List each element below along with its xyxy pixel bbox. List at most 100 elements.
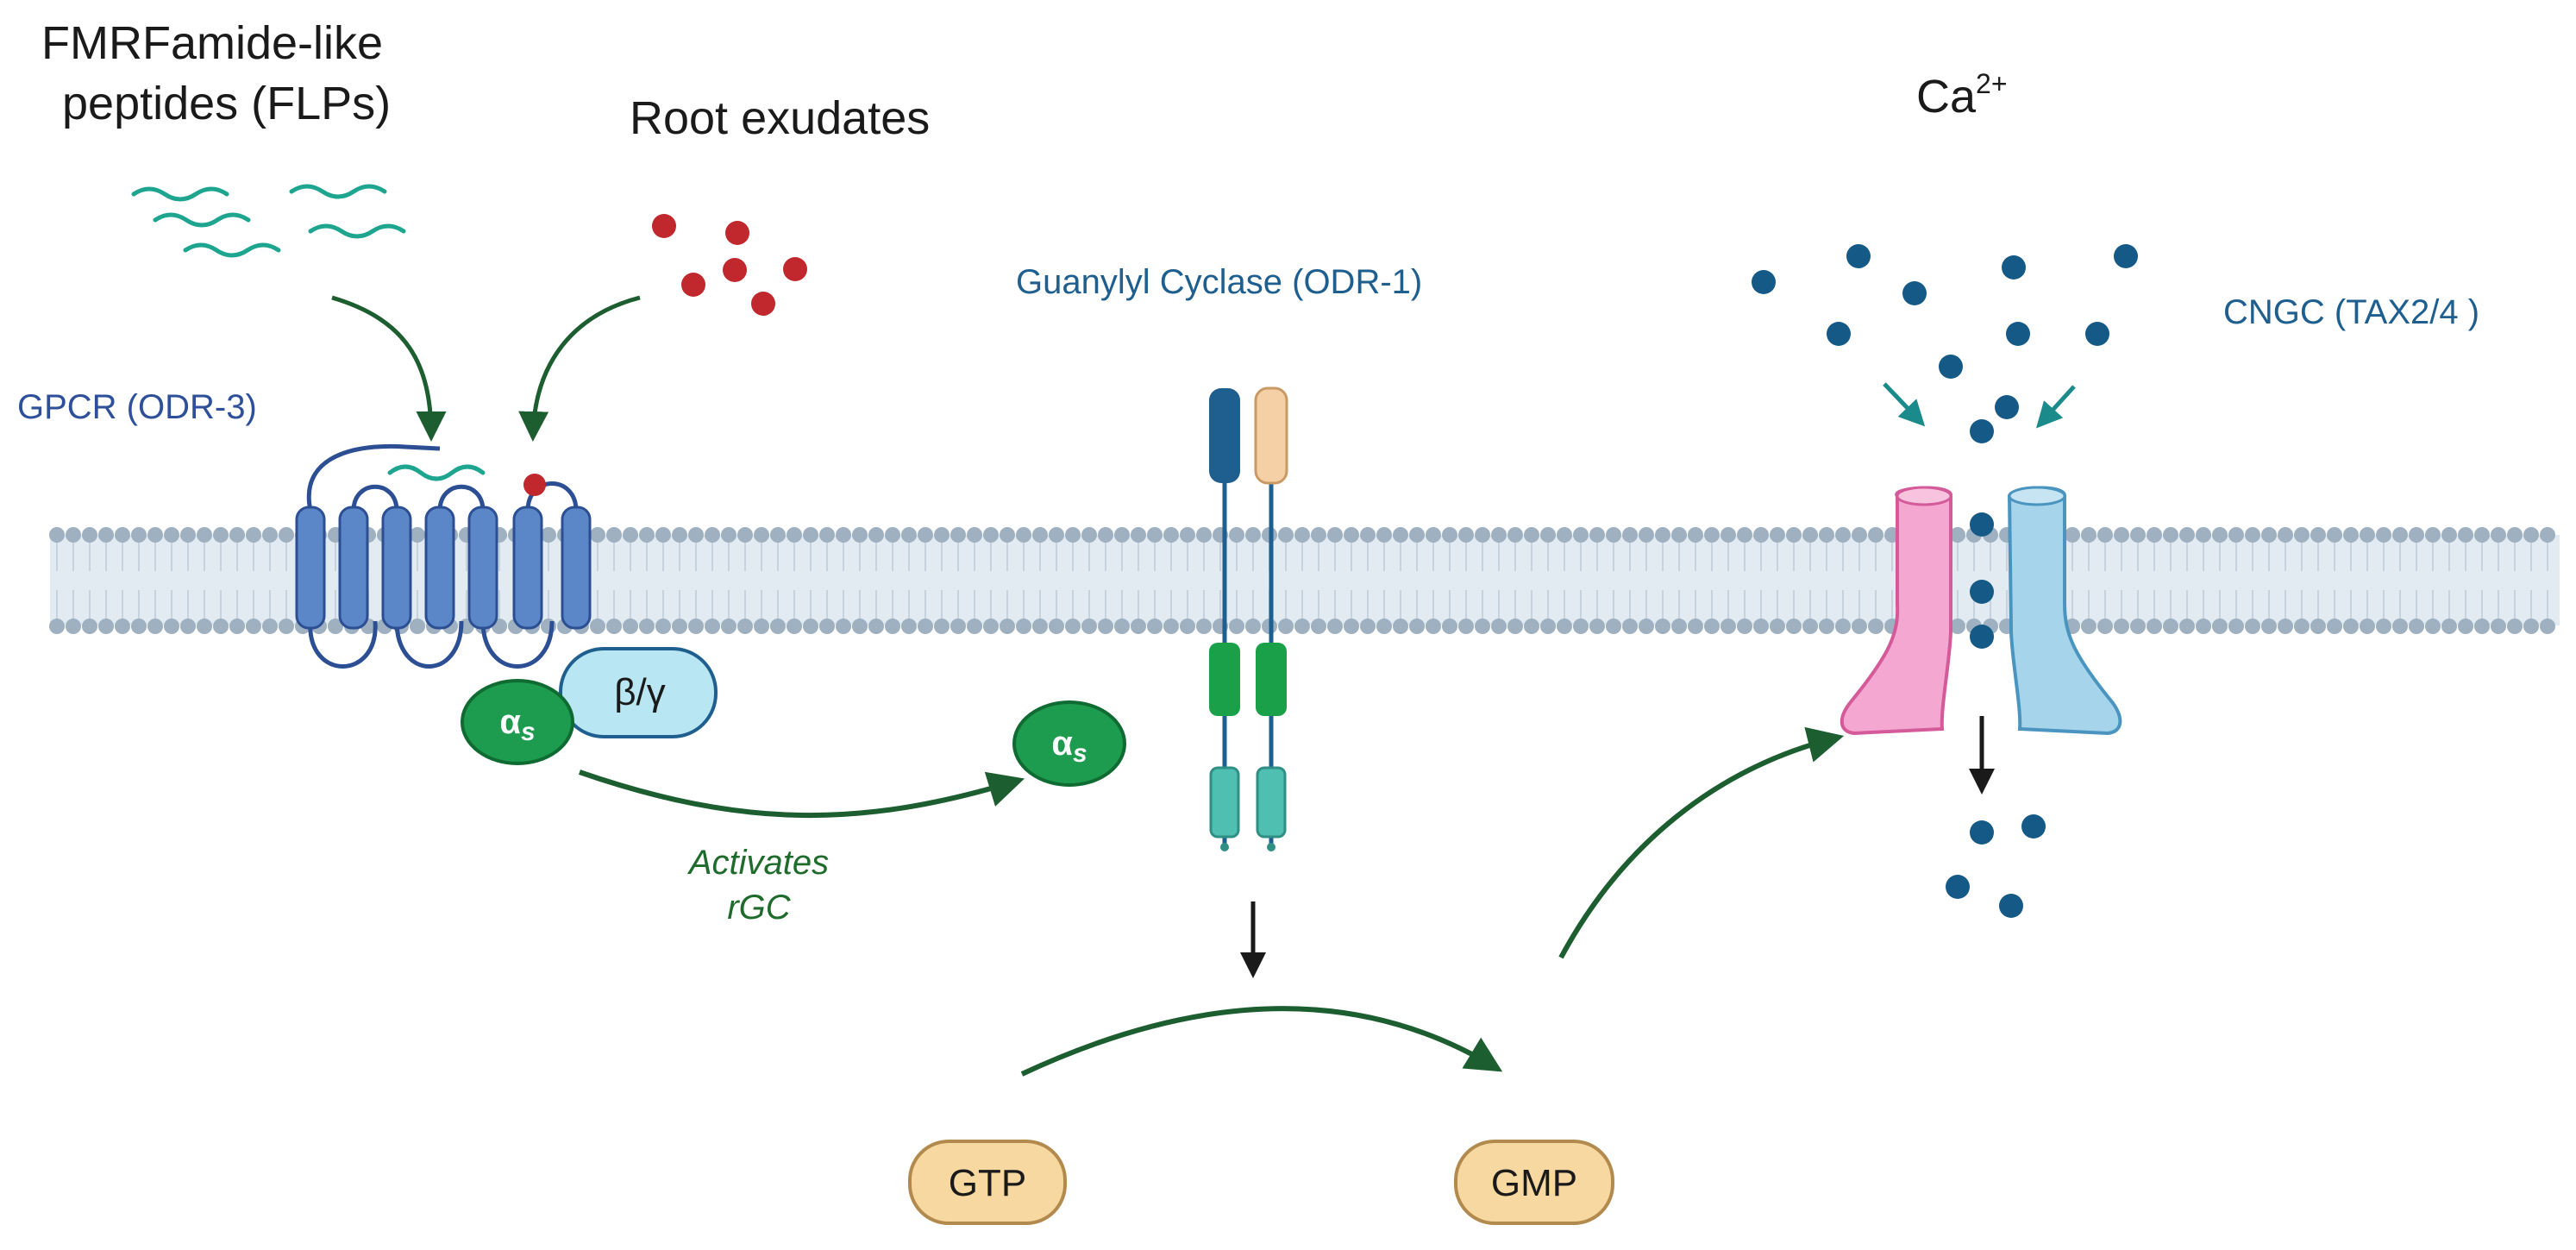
lipid-head [1000, 527, 1015, 543]
lipid-head [819, 619, 835, 634]
alpha-s-label-bound: αs [499, 703, 535, 746]
lipid-head [1770, 619, 1785, 634]
lipid-head [1655, 619, 1670, 634]
lipid-head [2376, 619, 2391, 634]
lipid-head [1409, 527, 1425, 543]
lipid-head [1163, 527, 1179, 543]
gpcr-n-terminus [306, 443, 441, 512]
lipid-head [1507, 619, 1523, 634]
lipid-head [852, 527, 868, 543]
lipid-head [770, 619, 786, 634]
lipid-head [1753, 619, 1769, 634]
gpcr-loop [480, 620, 555, 669]
lipid-head [1098, 527, 1113, 543]
lipid-head [1114, 619, 1130, 634]
calcium-ion [2006, 322, 2030, 346]
lipid-head [1835, 527, 1851, 543]
calcium-ion [1970, 580, 1994, 604]
gc-extracellular-domain-left [1209, 388, 1240, 483]
membrane-lipid-tails [56, 540, 2548, 621]
lipid-head [1704, 527, 1720, 543]
gpcr-helix [561, 506, 592, 630]
lipid-head [1819, 527, 1834, 543]
lipid-head [1852, 527, 1867, 543]
lipid-head [2245, 619, 2260, 634]
lipid-head [164, 527, 179, 543]
lipid-head [1573, 619, 1589, 634]
lipid-head [705, 619, 720, 634]
lipid-head [1606, 619, 1621, 634]
lipid-head [1327, 619, 1343, 634]
lipid-head [2507, 527, 2523, 543]
root-exudate-molecules [652, 214, 807, 316]
lipid-head [2360, 619, 2375, 634]
lipid-head [1802, 619, 1818, 634]
lipid-head [2261, 527, 2277, 543]
lipid-head [1081, 619, 1097, 634]
calcium-ion [1970, 419, 1994, 443]
alpha-s-label-free: αs [1051, 725, 1087, 768]
gpcr-helix [512, 506, 543, 630]
lipid-head [1688, 619, 1703, 634]
lipid-head [180, 619, 196, 634]
gpcr-loop [308, 620, 378, 669]
lipid-head [115, 619, 130, 634]
lipid-head [1540, 619, 1556, 634]
lipid-head [131, 619, 147, 634]
lipid-head [655, 527, 671, 543]
lipid-head [1491, 527, 1507, 543]
lipid-head [2392, 527, 2408, 543]
lipid-head [705, 527, 720, 543]
cngc-channel [1840, 486, 2122, 736]
lipid-head [164, 619, 179, 634]
lipid-head [606, 619, 622, 634]
lipid-head [49, 527, 65, 543]
gpcr-loop [351, 484, 399, 512]
calcium-ions [1752, 244, 2138, 918]
lipid-head [639, 619, 655, 634]
lipid-head [229, 527, 245, 543]
gpcr-helix [295, 506, 326, 630]
flp-label-line2: peptides (FLPs) [62, 78, 391, 129]
lipid-head [2540, 619, 2555, 634]
gpcr-loop [525, 481, 579, 512]
gtp-label: GTP [949, 1162, 1026, 1204]
activation-arrow [579, 769, 1025, 819]
lipid-head [147, 619, 163, 634]
lipid-head [2523, 527, 2539, 543]
lipid-head [803, 619, 818, 634]
lipid-head [197, 527, 212, 543]
lipid-head [1376, 619, 1392, 634]
lipid-head [934, 619, 950, 634]
lipid-head [2212, 619, 2228, 634]
lipid-head [2392, 619, 2408, 634]
lipid-head [803, 527, 818, 543]
lipid-head [967, 619, 982, 634]
lipid-head [82, 619, 97, 634]
lipid-head [950, 619, 966, 634]
lipid-head [1671, 619, 1687, 634]
lipid-head [623, 527, 638, 543]
lipid-head [885, 527, 900, 543]
lipid-head [2147, 619, 2162, 634]
lipid-head [2278, 527, 2293, 543]
calcium-ion [1995, 395, 2019, 419]
alpha-s-label-sub: s [1073, 739, 1087, 768]
lipid-head [1278, 527, 1294, 543]
lipid-head [1360, 619, 1376, 634]
lipid-head [983, 619, 999, 634]
lipid-head [2130, 619, 2146, 634]
lipid-head [655, 619, 671, 634]
lipid-head [836, 619, 851, 634]
lipid-head [1065, 527, 1081, 543]
gc-cyclase-domain-right [1256, 766, 1287, 839]
lipid-head [115, 527, 130, 543]
lipid-head [2441, 527, 2457, 543]
lipid-head [1393, 527, 1408, 543]
lipid-head [672, 527, 687, 543]
gc-kinase-domain-left [1209, 643, 1240, 716]
flp-label-line1: FMRFamide-like [41, 17, 383, 69]
flp-peptide [308, 223, 406, 239]
gtp-node [908, 1140, 1067, 1225]
